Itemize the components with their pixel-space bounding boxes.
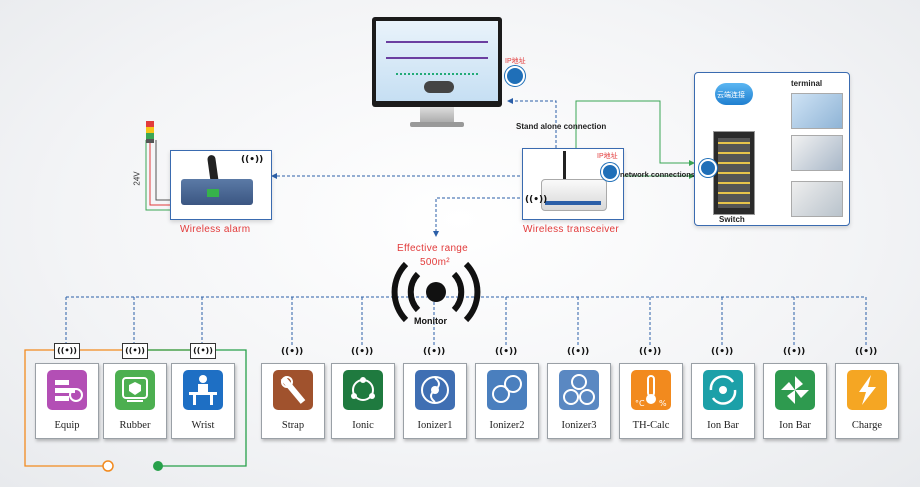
switch-label: Switch bbox=[719, 215, 745, 224]
router-icon-transceiver bbox=[601, 163, 619, 181]
wireless-icon-charge: ((•)) bbox=[855, 347, 878, 357]
monitor-label: Monitor bbox=[414, 316, 447, 326]
device-card-ion-bar-2: Ion Bar bbox=[763, 363, 827, 439]
device-label: Strap bbox=[281, 420, 305, 431]
device-label: Charge bbox=[851, 420, 883, 431]
wireless-icon-ion-bar-1: ((•)) bbox=[711, 347, 734, 357]
stand-alone-label: Stand alone connection bbox=[516, 122, 607, 131]
ip-tag-transceiver: IP地址 bbox=[597, 153, 618, 160]
wireless-icon-strap: ((•)) bbox=[281, 347, 304, 357]
svg-text:°C: °C bbox=[635, 399, 645, 408]
lightning-icon bbox=[847, 370, 887, 410]
device-card-rubber: Rubber bbox=[103, 363, 167, 439]
ionizer-double-fan-icon bbox=[487, 370, 527, 410]
wireless-icon-transceiver: ((•)) bbox=[525, 195, 548, 205]
signal-tower-icon bbox=[146, 121, 154, 143]
device-label: Equip bbox=[54, 420, 80, 431]
wireless-box-wrist: ((•)) bbox=[190, 343, 216, 359]
device-label: Ionizer2 bbox=[489, 420, 525, 431]
device-label: Ionizer3 bbox=[561, 420, 597, 431]
device-label: Wrist bbox=[191, 420, 215, 431]
range-value-label: 500m² bbox=[420, 257, 450, 268]
network-connections-label: network connections bbox=[620, 170, 696, 179]
device-card-ionizer1: Ionizer1 bbox=[403, 363, 467, 439]
terminal-photo-3 bbox=[791, 181, 843, 217]
device-label: TH-Calc bbox=[632, 420, 670, 431]
monitor-base bbox=[410, 122, 464, 127]
svg-text:%: % bbox=[659, 399, 667, 408]
device-label: Ion Bar bbox=[707, 420, 739, 431]
ion-bar-pinwheel-icon bbox=[775, 370, 815, 410]
terminal-photo-2 bbox=[791, 135, 843, 171]
equipment-icon bbox=[47, 370, 87, 410]
strap-icon bbox=[273, 370, 313, 410]
wireless-icon-ionizer1: ((•)) bbox=[423, 347, 446, 357]
wireless-icon-th-calc: ((•)) bbox=[639, 347, 662, 357]
effective-range-label: Effective range bbox=[397, 243, 469, 254]
wireless-icon-ionic: ((•)) bbox=[351, 347, 374, 357]
device-label: Ionizer1 bbox=[417, 420, 453, 431]
wireless-icon-alarm: ((•)) bbox=[241, 155, 264, 165]
router-icon-monitor bbox=[505, 66, 525, 86]
wireless-icon-ionizer2: ((•)) bbox=[495, 347, 518, 357]
wireless-box-rubber: ((•)) bbox=[122, 343, 148, 359]
device-label: Ion Bar bbox=[779, 420, 811, 431]
voltage-label: 24V bbox=[132, 171, 142, 186]
ion-bar-cycle-icon bbox=[703, 370, 743, 410]
device-card-charge: Charge bbox=[835, 363, 899, 439]
rubber-mat-icon bbox=[115, 370, 155, 410]
ionizer-fan-icon bbox=[415, 370, 455, 410]
monitor-wireless-icon bbox=[391, 261, 481, 323]
device-card-ionizer3: Ionizer3 bbox=[547, 363, 611, 439]
wireless-alarm-label: Wireless alarm bbox=[180, 224, 251, 235]
switch-rack bbox=[713, 131, 755, 215]
wireless-icon-ionizer3: ((•)) bbox=[567, 347, 590, 357]
device-card-ion-bar-1: Ion Bar bbox=[691, 363, 755, 439]
cloud-icon bbox=[715, 83, 753, 105]
monitor-stand bbox=[420, 107, 454, 123]
router-icon-switch bbox=[699, 159, 717, 177]
device-card-strap: Strap bbox=[261, 363, 325, 439]
wrist-strap-person-icon bbox=[183, 370, 223, 410]
thermometer-icon: °C% bbox=[631, 370, 671, 410]
antenna-icon bbox=[563, 151, 566, 181]
device-label: Ionic bbox=[352, 420, 374, 431]
terminal-photo-1 bbox=[791, 93, 843, 129]
ionic-network-icon bbox=[343, 370, 383, 410]
wireless-transceiver-label: Wireless transceiver bbox=[523, 224, 620, 235]
wireless-box-equip: ((•)) bbox=[54, 343, 80, 359]
ip-tag-monitor: IP地址 bbox=[505, 58, 526, 65]
device-label: Rubber bbox=[119, 420, 151, 431]
ionizer-triple-fan-icon bbox=[559, 370, 599, 410]
wireless-alarm-box: ((•)) bbox=[170, 150, 272, 220]
wireless-icon-ion-bar-2: ((•)) bbox=[783, 347, 806, 357]
transceiver-device bbox=[541, 179, 607, 211]
device-card-ionizer2: Ionizer2 bbox=[475, 363, 539, 439]
device-card-wrist: Wrist bbox=[171, 363, 235, 439]
device-card-th-calc: °C% TH-Calc bbox=[619, 363, 683, 439]
cloud-label: 云端连接 bbox=[717, 92, 745, 99]
terminal-label: terminal bbox=[791, 79, 823, 88]
device-card-ionic: Ionic bbox=[331, 363, 395, 439]
wireless-transceiver-box: ((•)) IP地址 bbox=[522, 148, 624, 220]
monitor-screen bbox=[372, 17, 502, 107]
device-card-equip: Equip bbox=[35, 363, 99, 439]
switch-terminal-box: 云端连接 Switch terminal bbox=[694, 72, 850, 226]
